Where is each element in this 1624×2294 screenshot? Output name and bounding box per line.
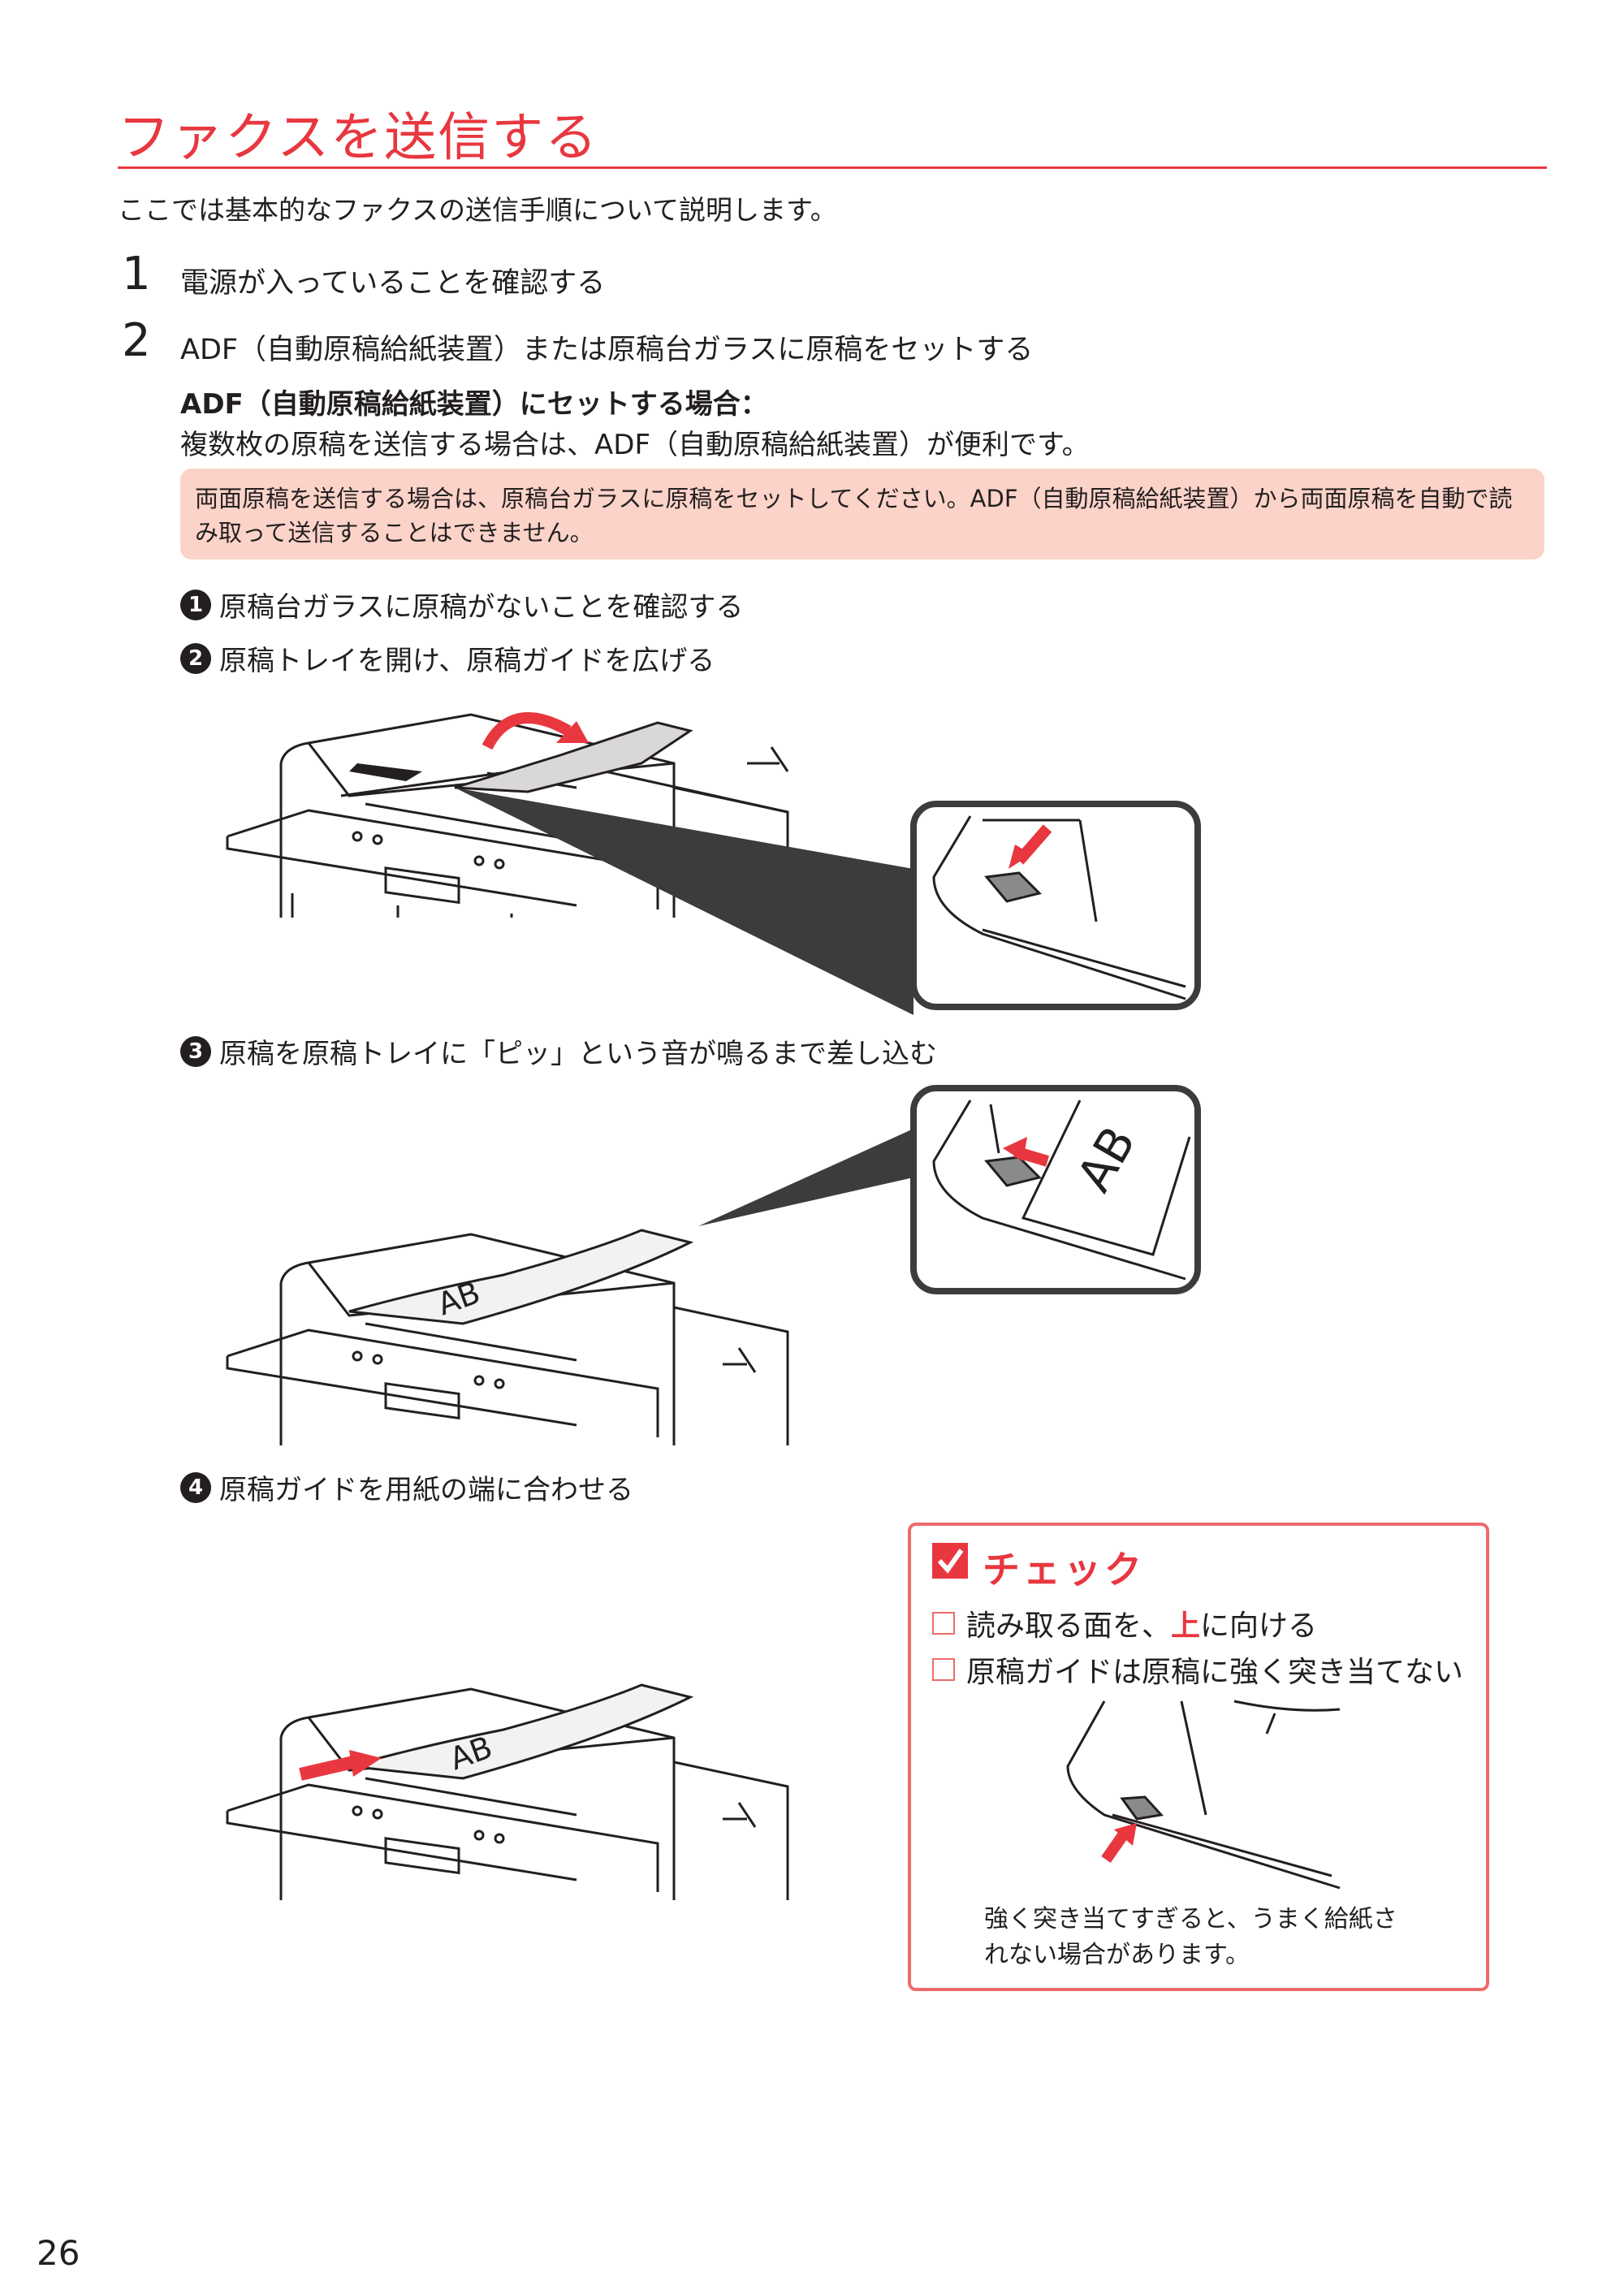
title-underline bbox=[118, 166, 1547, 169]
circled-number-3: 3 bbox=[180, 1035, 211, 1067]
check-item-1-before: 読み取る面を、 bbox=[966, 1609, 1172, 1643]
circled-number-2: 2 bbox=[180, 642, 211, 674]
checkmark-icon bbox=[932, 1543, 968, 1579]
sub-step-4-text: 原稿ガイドを用紙の端に合わせる bbox=[219, 1474, 633, 1506]
step-number-2: 2 bbox=[122, 314, 151, 367]
step-text-1: 電源が入っていることを確認する bbox=[180, 267, 606, 300]
page-number: 26 bbox=[37, 2233, 80, 2273]
duplex-note: 両面原稿を送信する場合は、原稿台ガラスに原稿をセットしてください。ADF（自動原… bbox=[180, 469, 1544, 559]
check-item-1: 読み取る面を、上に向ける bbox=[932, 1602, 1317, 1644]
illustration-insert-paper: AB AB bbox=[226, 1085, 1201, 1445]
circled-number-1: 1 bbox=[180, 589, 211, 620]
step-text-2: ADF（自動原稿給紙装置）または原稿台ガラスに原稿をセットする bbox=[180, 334, 1034, 366]
step-number-1: 1 bbox=[122, 248, 151, 300]
intro-text: ここでは基本的なファクスの送信手順について説明します。 bbox=[118, 194, 837, 226]
check-panel bbox=[908, 1523, 1489, 1991]
illustration-adjust-guide: AB bbox=[226, 1683, 789, 1900]
sub-step-1-text: 原稿台ガラスに原稿がないことを確認する bbox=[219, 591, 744, 624]
sub-step-2: 2 原稿トレイを開け、原稿ガイドを広げる bbox=[180, 638, 715, 678]
sub-step-2-text: 原稿トレイを開け、原稿ガイドを広げる bbox=[219, 645, 715, 677]
checkbox-square-icon bbox=[932, 1612, 955, 1635]
adf-heading: ADF（自動原稿給紙装置）にセットする場合： bbox=[180, 388, 768, 421]
check-item-1-highlight: 上 bbox=[1171, 1609, 1201, 1643]
check-item-2: 原稿ガイドは原稿に強く突き当てない bbox=[932, 1648, 1463, 1691]
check-title: チェック bbox=[983, 1548, 1145, 1592]
check-item-2-text: 原稿ガイドは原稿に強く突き当てない bbox=[966, 1656, 1464, 1689]
page-title: ファクスを送信する bbox=[118, 108, 599, 168]
illustration-open-tray bbox=[226, 712, 1201, 1015]
illustration-guide-detail bbox=[1066, 1700, 1341, 1890]
circled-number-4: 4 bbox=[180, 1471, 211, 1503]
check-item-1-after: に向ける bbox=[1200, 1609, 1318, 1643]
adf-description: 複数枚の原稿を送信する場合は、ADF（自動原稿給紙装置）が便利です。 bbox=[180, 429, 1090, 461]
sub-step-3-text: 原稿を原稿トレイに「ピッ」という音が鳴るまで差し込む bbox=[219, 1038, 937, 1070]
sub-step-1: 1 原稿台ガラスに原稿がないことを確認する bbox=[180, 585, 743, 624]
sub-step-3: 3 原稿を原稿トレイに「ピッ」という音が鳴るまで差し込む bbox=[180, 1031, 937, 1071]
caution-text: 強く突き当てすぎると、うまく給紙されない場合があります。 bbox=[984, 1905, 1397, 1969]
sub-step-4: 4 原稿ガイドを用紙の端に合わせる bbox=[180, 1467, 633, 1507]
checkbox-square-icon bbox=[932, 1658, 955, 1681]
